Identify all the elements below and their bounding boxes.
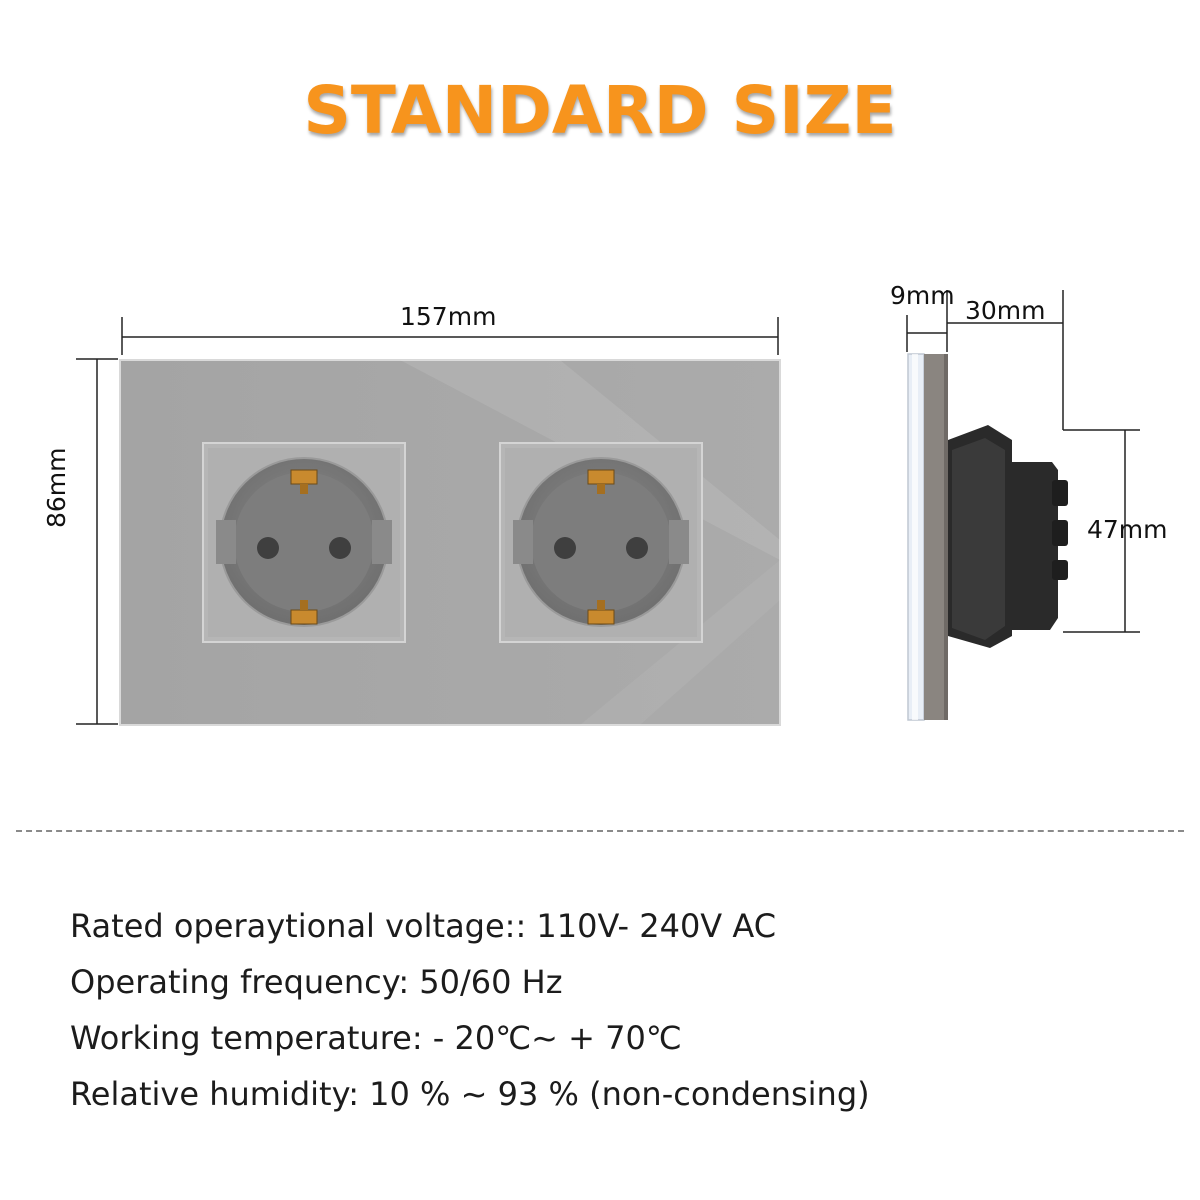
socket-left: [202, 442, 406, 643]
plate-depth-label: 9mm: [890, 281, 955, 310]
spec-voltage: Rated operaytional voltage:: 110V- 240V …: [70, 907, 777, 945]
spec-list: Rated operaytional voltage:: 110V- 240V …: [70, 898, 870, 1122]
body-height-label: 47mm: [1087, 515, 1168, 544]
socket-right: [499, 442, 703, 643]
spec-frequency: Operating frequency: 50/60 Hz: [70, 963, 563, 1001]
side-depth-dimension-lines: [906, 290, 1064, 430]
width-label: 157mm: [400, 302, 497, 331]
dashed-divider: [16, 830, 1184, 832]
spec-humidity: Relative humidity: 10 % ~ 93 % (non-cond…: [70, 1075, 870, 1113]
product-diagram: [76, 290, 1140, 726]
side-view: [907, 353, 1068, 721]
height-dimension-line: [76, 358, 118, 725]
width-dimension-line: [121, 317, 779, 355]
side-height-dimension-line: [1063, 429, 1140, 633]
page-title: STANDARD SIZE: [303, 72, 897, 149]
spec-temperature: Working temperature: - 20℃~ + 70℃: [70, 1019, 682, 1057]
body-depth-label: 30mm: [965, 296, 1046, 325]
height-label: 86mm: [42, 447, 71, 528]
